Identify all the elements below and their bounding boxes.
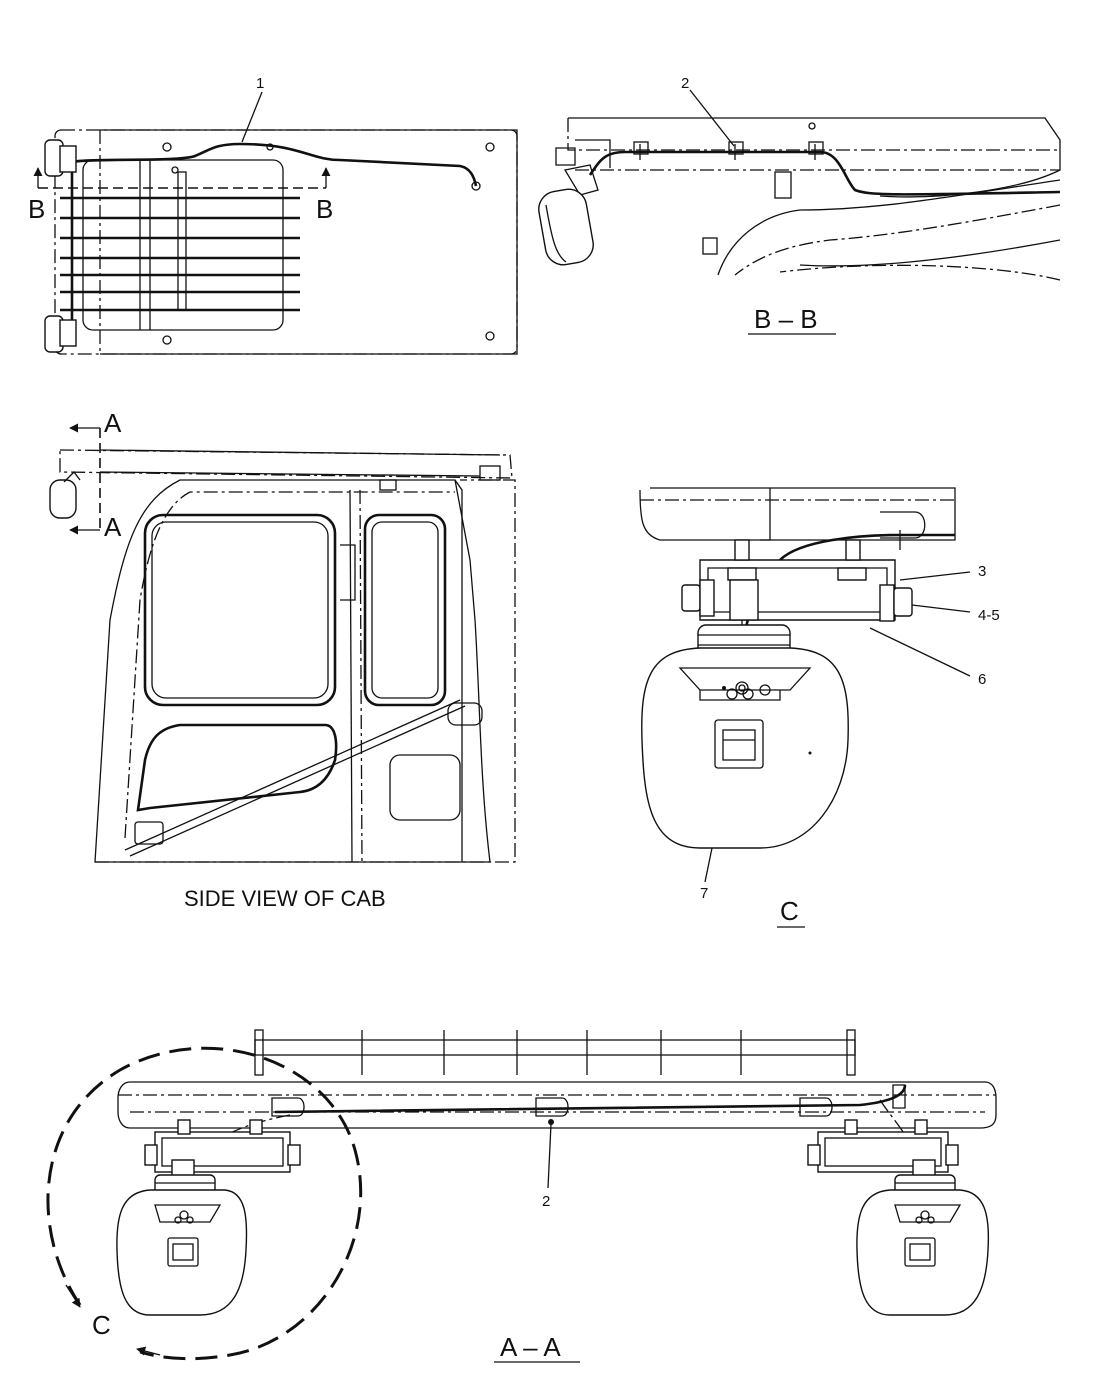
section-marker-a-top: A bbox=[104, 408, 122, 438]
work-lamp-top-view-lower bbox=[44, 315, 77, 353]
section-a-a-view bbox=[46, 1029, 997, 1361]
detail-c-callout-circle bbox=[46, 1046, 363, 1361]
section-marker-b-right: B bbox=[316, 194, 333, 224]
section-marker-b-left: B bbox=[28, 194, 45, 224]
side-view-of-cab bbox=[49, 423, 516, 863]
roof-window-louvers bbox=[60, 160, 300, 330]
work-lamp-top-view-upper bbox=[44, 139, 77, 177]
work-lamp-section-a-a-right bbox=[807, 1119, 990, 1316]
callout-2-bottom: 2 bbox=[542, 1193, 550, 1210]
callout-1: 1 bbox=[256, 75, 264, 92]
section-title-a-a: A – A bbox=[500, 1332, 561, 1362]
callout-3: 3 bbox=[978, 563, 986, 580]
work-lamp-section-a-a-left bbox=[116, 1119, 301, 1316]
section-marker-a-bottom: A bbox=[104, 512, 122, 542]
work-lamp-side-view bbox=[49, 471, 81, 519]
wire-harness-section-b-b bbox=[588, 150, 1061, 196]
detail-c-view bbox=[639, 487, 971, 883]
callout-7: 7 bbox=[700, 885, 708, 902]
caption-side-view-of-cab: SIDE VIEW OF CAB bbox=[184, 886, 386, 911]
work-lamp-section-b-b bbox=[538, 147, 599, 266]
section-title-c: C bbox=[780, 896, 799, 926]
section-title-b-b: B – B bbox=[754, 304, 818, 334]
section-b-b-view bbox=[538, 89, 1061, 281]
callout-4-5: 4-5 bbox=[978, 607, 1000, 624]
top-view-of-cab-roof bbox=[33, 91, 518, 355]
callout-6: 6 bbox=[978, 671, 986, 688]
mounting-bracket bbox=[681, 539, 913, 622]
callout-2-top: 2 bbox=[681, 75, 689, 92]
work-lamp-detail-c bbox=[641, 647, 849, 849]
wire-harness-top-view bbox=[70, 142, 478, 330]
detail-marker-c: C bbox=[92, 1310, 111, 1340]
roof-guard-rail bbox=[254, 1029, 856, 1076]
